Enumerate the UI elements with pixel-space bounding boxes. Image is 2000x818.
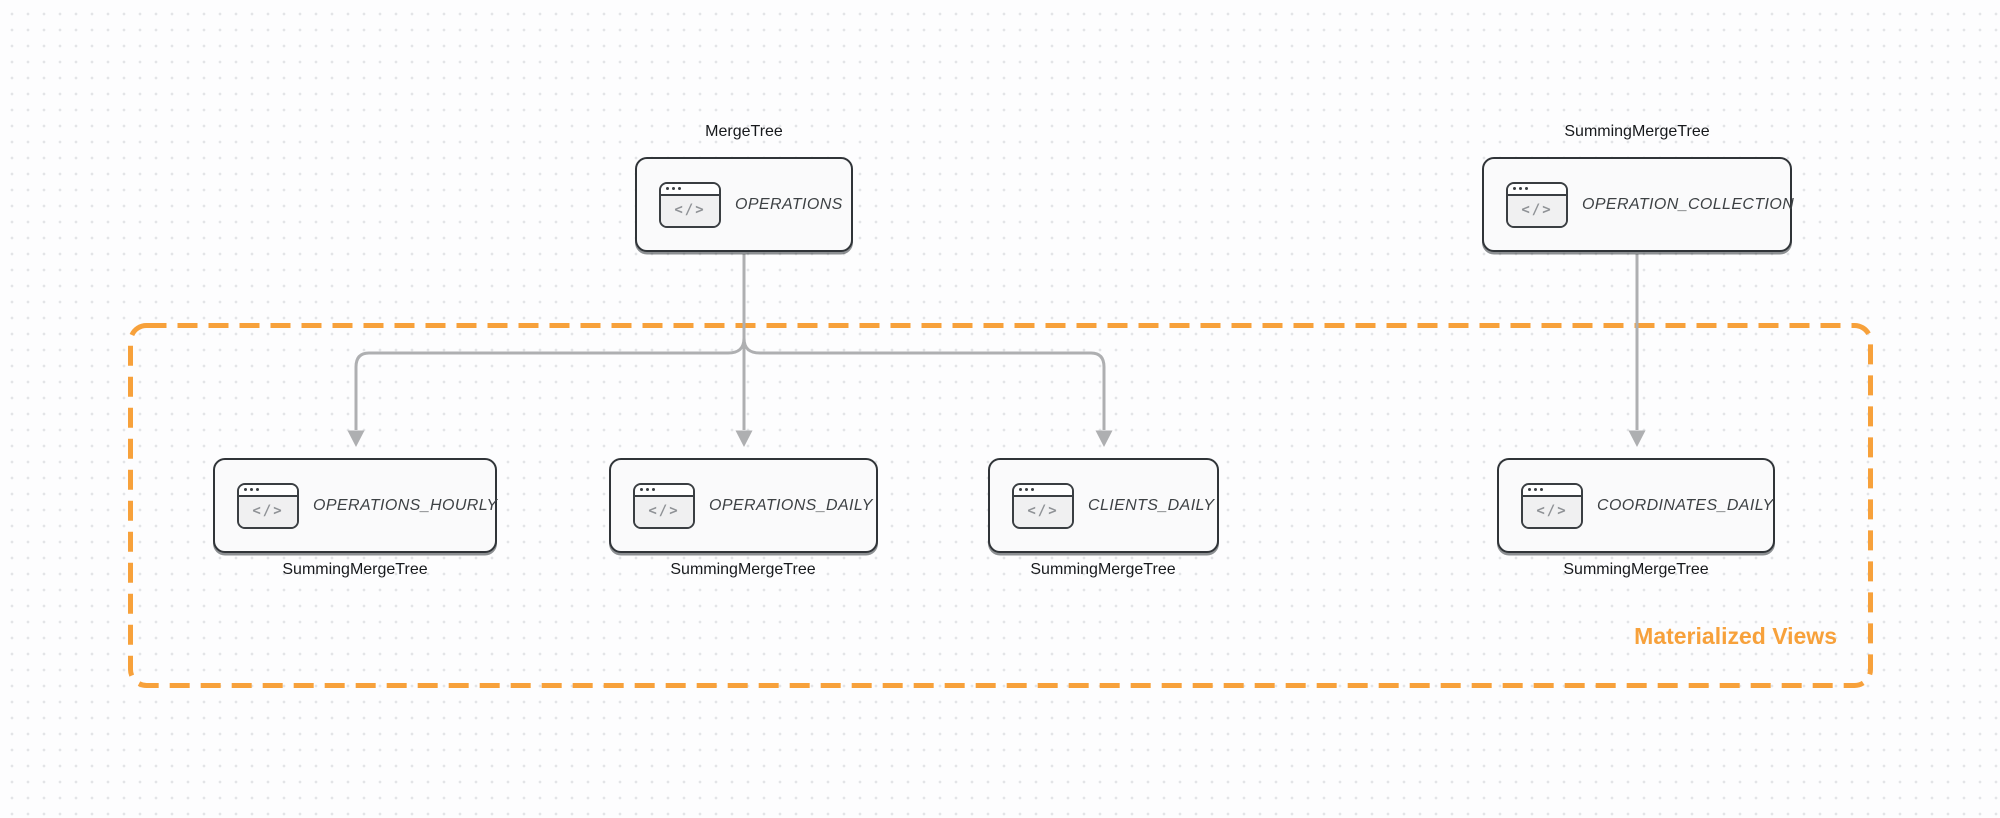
window-dots (239, 484, 297, 497)
table-name-label: OPERATIONS (735, 195, 843, 213)
engine-label-operations-hourly: SummingMergeTree (282, 561, 428, 578)
table-name-label: OPERATIONS_DAILY (709, 496, 873, 514)
table-name-label: CLIENTS_DAILY (1088, 496, 1215, 514)
code-window-icon: </> (633, 482, 695, 529)
node-coordinates-daily[interactable]: </> COORDINATES_DAILY (1497, 458, 1775, 553)
window-dots (1523, 484, 1581, 497)
arrow-operations-to-clients-daily (742, 337, 1106, 430)
code-window-icon: </> (1012, 482, 1074, 529)
arrowhead-coordinates-daily (1628, 430, 1646, 447)
table-name-label: OPERATION_COLLECTION (1582, 195, 1795, 213)
engine-label-operations-daily: SummingMergeTree (670, 561, 816, 578)
table-name-label: COORDINATES_DAILY (1597, 496, 1774, 514)
code-glyph: </> (661, 195, 719, 226)
arrowhead-operations-daily (735, 430, 753, 447)
materialized-views-group-label: Materialized Views (1634, 623, 1837, 649)
arrowhead-clients-daily (1095, 430, 1113, 447)
engine-label-clients-daily: SummingMergeTree (1030, 561, 1176, 578)
code-glyph: </> (239, 496, 297, 527)
code-window-icon: </> (1521, 482, 1583, 529)
code-window-icon: </> (659, 181, 721, 228)
code-glyph: </> (1523, 496, 1581, 527)
window-dots (1508, 183, 1566, 196)
window-dots (661, 183, 719, 196)
engine-label-operation-collection: SummingMergeTree (1564, 123, 1710, 140)
arrowhead-operations-hourly (347, 430, 365, 447)
table-name-label: OPERATIONS_HOURLY (313, 496, 498, 514)
code-window-icon: </> (237, 482, 299, 529)
node-operations-hourly[interactable]: </> OPERATIONS_HOURLY (213, 458, 497, 553)
code-glyph: </> (1508, 195, 1566, 226)
window-dots (1014, 484, 1072, 497)
window-dots (635, 484, 693, 497)
engine-label-coordinates-daily: SummingMergeTree (1563, 561, 1709, 578)
code-glyph: </> (1014, 496, 1072, 527)
node-operations-daily[interactable]: </> OPERATIONS_DAILY (609, 458, 878, 553)
node-operations[interactable]: </> OPERATIONS (635, 157, 853, 252)
node-operation-collection[interactable]: </> OPERATION_COLLECTION (1482, 157, 1795, 252)
engine-label-operations: MergeTree (705, 123, 783, 140)
node-clients-daily[interactable]: </> CLIENTS_DAILY (988, 458, 1219, 553)
arrow-operations-to-operations-hourly (354, 337, 746, 430)
code-window-icon: </> (1506, 181, 1568, 228)
code-glyph: </> (635, 496, 693, 527)
